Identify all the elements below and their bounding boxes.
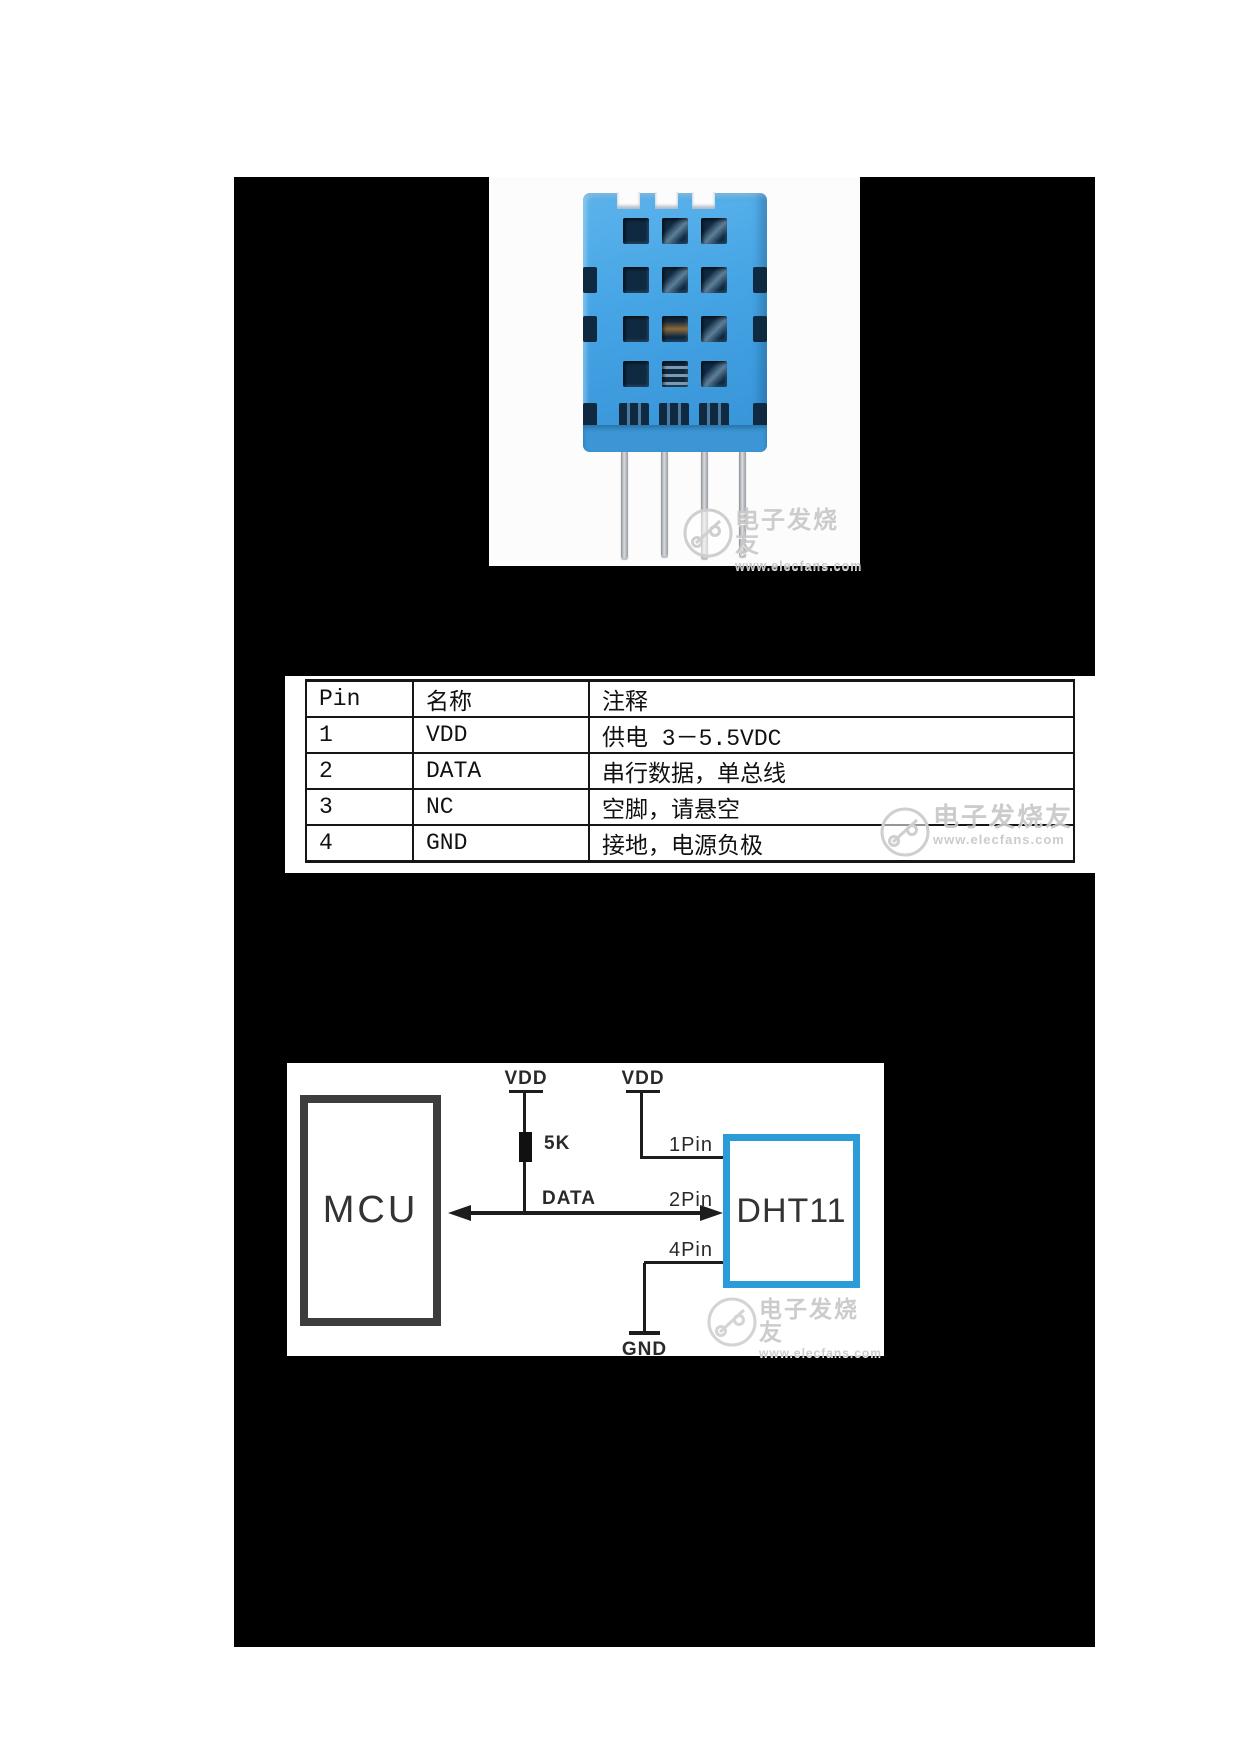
sensor-vent-hole <box>623 218 649 244</box>
sensor-vent-hole <box>623 316 649 342</box>
table-header-note: 注释 <box>588 679 1075 718</box>
data-net-label: DATA <box>542 1188 596 1209</box>
cell-pin-number: 2 <box>305 752 414 790</box>
table-header-name: 名称 <box>412 679 590 718</box>
sensor-edge-slot <box>753 316 767 342</box>
sensor-vent-hole <box>701 267 727 293</box>
gnd-symbol-bar <box>629 1331 660 1335</box>
cell-pin-name: GND <box>412 824 590 863</box>
gnd-label: GND <box>621 1339 668 1360</box>
vdd-right-label: VDD <box>621 1068 665 1089</box>
table-header-pin: Pin <box>305 679 414 718</box>
cell-pin-name: NC <box>412 788 590 826</box>
table-row: 4 GND 接地，电源负极 <box>305 824 1075 863</box>
cell-pin-number: 3 <box>305 788 414 826</box>
watermark-brand-text: 电子发烧友 <box>933 802 1074 832</box>
table-header-row: Pin 名称 注释 <box>305 679 1075 718</box>
photo-watermark: 电子发烧友 www.elecfans.com <box>735 507 863 573</box>
table-watermark: 电子发烧友 www.elecfans.com <box>933 804 1083 846</box>
sensor-vent-hole <box>662 361 688 387</box>
sensor-top-notch <box>617 192 640 209</box>
sensor-top-notch <box>655 192 678 209</box>
sensor-edge-slot <box>753 403 767 431</box>
mcu-label: MCU <box>322 1189 419 1231</box>
dht11-sensor-body <box>583 193 767 452</box>
watermark-brand-text: 电子发烧友 <box>735 507 839 558</box>
pullup-resistor <box>519 1132 532 1162</box>
pin-definition-table: Pin 名称 注释 1 VDD 供电 3－5.5VDC 2 DATA 串行数据，… <box>305 679 1075 863</box>
sensor-edge-slot <box>753 267 767 293</box>
vdd-left-label: VDD <box>504 1068 548 1089</box>
elecfans-logo-icon <box>683 508 733 558</box>
vdd-left-rail-bar <box>509 1090 543 1093</box>
watermark-url-text: www.elecfans.com <box>735 559 863 573</box>
sensor-vent-hole <box>701 361 727 387</box>
cell-pin-note: 串行数据，单总线 <box>588 752 1075 790</box>
cell-pin-name: DATA <box>412 752 590 790</box>
cell-pin-number: 1 <box>305 716 414 754</box>
data-arrow-right-icon <box>700 1205 723 1221</box>
pin-table-panel: Pin 名称 注释 1 VDD 供电 3－5.5VDC 2 DATA 串行数据，… <box>285 676 1095 873</box>
dht11-block: DHT11 <box>723 1134 860 1288</box>
sensor-vent-hole <box>662 218 688 244</box>
sensor-vent-hole <box>662 267 688 293</box>
pin4-label: 4Pin <box>668 1239 713 1261</box>
sensor-vent-hole <box>623 361 649 387</box>
vdd-right-rail-bar <box>626 1090 660 1093</box>
sensor-pin-2 <box>661 452 668 556</box>
pin2-label: 2Pin <box>668 1189 713 1211</box>
vdd-pin1-wire-h <box>640 1156 723 1159</box>
table-row: 1 VDD 供电 3－5.5VDC <box>305 716 1075 754</box>
watermark-url-text: www.elecfans.com <box>933 832 1065 847</box>
sensor-vent-hole <box>662 316 688 342</box>
elecfans-logo-icon <box>880 807 930 857</box>
table-row: 3 NC 空脚，请悬空 <box>305 788 1075 826</box>
cell-pin-note: 供电 3－5.5VDC <box>588 716 1075 754</box>
sensor-vent-hole <box>701 218 727 244</box>
cell-pin-name: VDD <box>412 716 590 754</box>
cell-pin-note: 接地，电源负极 <box>588 824 1075 863</box>
dht11-label: DHT11 <box>736 1191 847 1230</box>
mcu-block: MCU <box>300 1095 441 1326</box>
resistor-value-label: 5K <box>544 1133 571 1154</box>
gnd-pin4-wire-h <box>644 1261 723 1264</box>
gnd-wire-v <box>643 1263 646 1333</box>
sensor-vent-hole <box>701 316 727 342</box>
elecfans-logo-icon <box>707 1297 757 1347</box>
cell-pin-number: 4 <box>305 824 414 863</box>
data-wire <box>467 1211 703 1215</box>
vdd-pin1-wire-v <box>640 1093 643 1158</box>
sensor-base-strip <box>583 425 767 452</box>
sensor-edge-slot <box>583 403 597 431</box>
sensor-pin-1 <box>621 452 628 558</box>
diagram-watermark: 电子发烧友 www.elecfans.com <box>759 1296 882 1360</box>
sensor-top-notch <box>692 192 715 209</box>
cell-pin-note: 空脚，请悬空 <box>588 788 1075 826</box>
sensor-edge-slot <box>583 316 597 342</box>
circuit-diagram-panel: MCU DHT11 VDD 5K DATA 2Pin VDD 1Pin 4Pin… <box>287 1063 884 1360</box>
watermark-url-text: www.elecfans.com <box>759 1346 882 1360</box>
table-row: 2 DATA 串行数据，单总线 <box>305 752 1075 790</box>
sensor-photo-panel: 电子发烧友 www.elecfans.com <box>489 177 861 572</box>
sensor-pin-3 <box>700 452 708 558</box>
watermark-brand-text: 电子发烧友 <box>759 1296 859 1345</box>
data-arrow-left-icon <box>448 1205 471 1221</box>
sensor-edge-slot <box>583 267 597 293</box>
sensor-pin-4 <box>739 452 746 556</box>
pin1-label: 1Pin <box>668 1134 713 1156</box>
sensor-vent-hole <box>623 267 649 293</box>
